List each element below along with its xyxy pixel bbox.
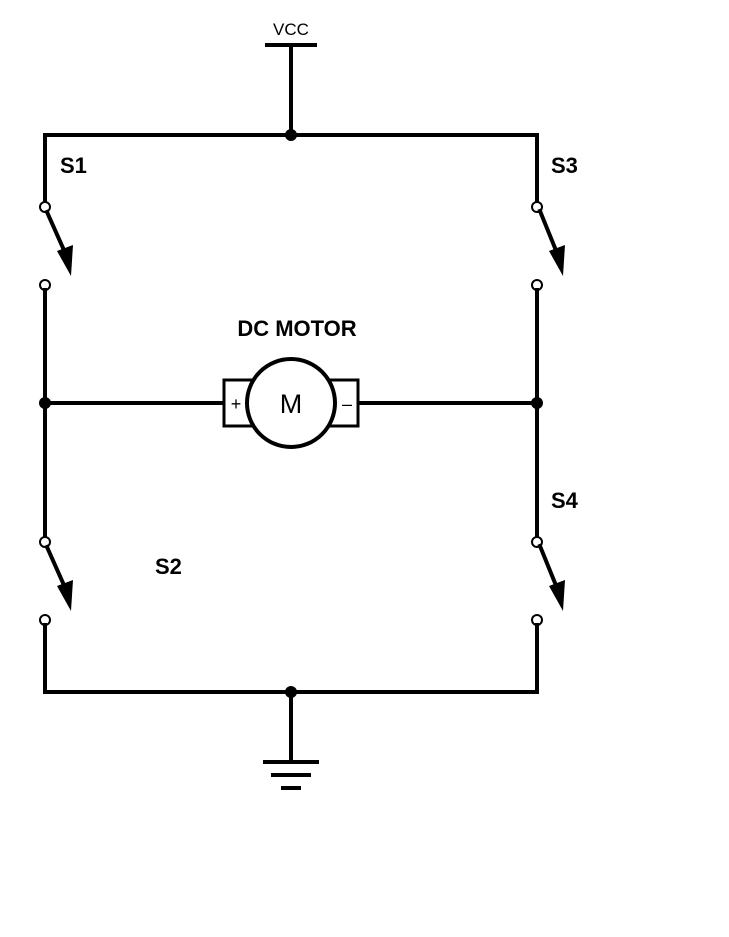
switch-s2: S2 (39, 536, 182, 626)
motor-minus-sign: – (342, 394, 352, 414)
s2-lever (44, 544, 66, 586)
vcc-supply: VCC (265, 20, 317, 137)
right-leg (531, 288, 543, 539)
s2-arrowhead (57, 580, 73, 611)
vcc-label: VCC (273, 20, 309, 39)
switch-s1: S1 (39, 153, 87, 291)
top-rail (43, 129, 539, 202)
s1-lever (44, 209, 66, 251)
s4-lever (537, 543, 558, 586)
s4-label: S4 (551, 488, 579, 513)
motor-body (245, 357, 337, 449)
vcc-junction (285, 129, 297, 141)
s2-label: S2 (155, 554, 182, 579)
ground-icon (263, 690, 319, 790)
motor-plus-sign: + (231, 394, 242, 414)
switch-s4: S4 (531, 488, 579, 626)
switch-s3: S3 (531, 153, 578, 291)
s1-arrowhead (57, 245, 73, 276)
s4-arrowhead (549, 580, 565, 611)
s3-arrowhead (549, 245, 565, 276)
s3-lever (537, 208, 558, 251)
s1-label: S1 (60, 153, 87, 178)
motor-title: DC MOTOR (237, 316, 356, 341)
dc-motor: DC MOTOR M + – (43, 316, 539, 449)
motor-symbol: M (280, 389, 303, 419)
s3-label: S3 (551, 153, 578, 178)
left-leg (39, 288, 51, 539)
bottom-rail (43, 623, 539, 698)
